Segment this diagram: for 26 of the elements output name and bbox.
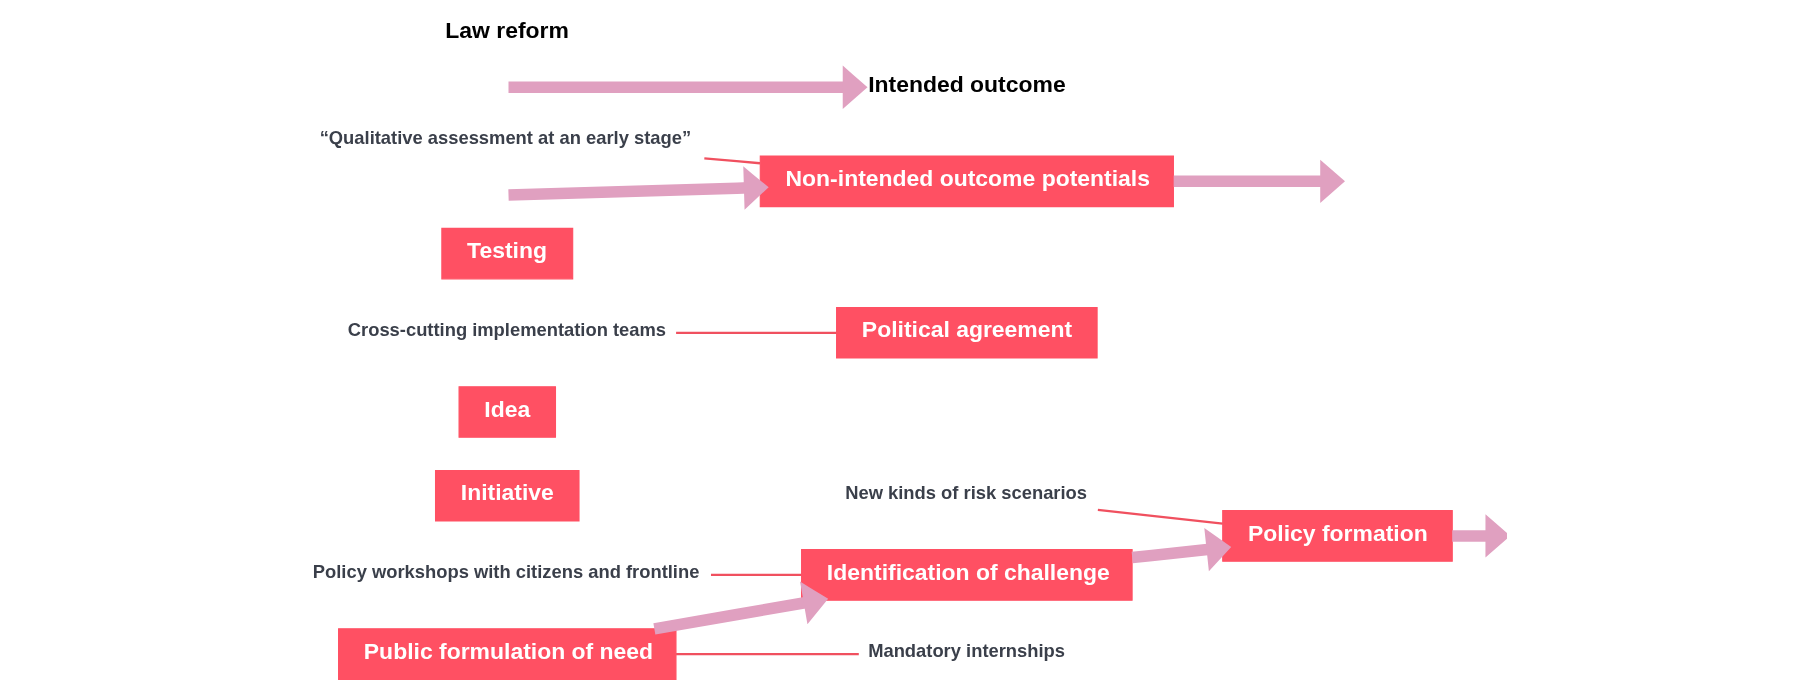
connector	[1097, 508, 1223, 525]
connector	[711, 573, 802, 577]
node-box: Public formulation of need	[338, 628, 677, 680]
node-text: “Qualitative assessment at an early stage”	[319, 127, 692, 149]
node-text: Intended outcome	[868, 70, 1066, 97]
arrow	[1131, 528, 1232, 572]
node-box: Testing	[441, 227, 574, 280]
connector	[704, 157, 761, 165]
connector	[676, 331, 837, 334]
node-text: Policy workshops with citizens and frontline	[312, 561, 700, 583]
arrow	[508, 166, 769, 210]
node-text: Cross-cutting implementation teams	[347, 319, 667, 341]
arrow	[1452, 514, 1507, 558]
node-text: New kinds of risk scenarios	[845, 481, 1088, 503]
arrow	[508, 65, 868, 109]
arrow	[653, 581, 829, 635]
node-box: Non-intended outcome potentials	[759, 155, 1174, 208]
node-box: Initiative	[434, 469, 580, 522]
node-box: Idea	[458, 386, 557, 438]
node-box: Identification of challenge	[801, 549, 1133, 601]
arrow	[1173, 159, 1345, 203]
node-text: Mandatory internships	[868, 640, 1066, 662]
connector	[676, 652, 859, 656]
node-box: Policy formation	[1222, 510, 1453, 562]
node-box: Political agreement	[836, 307, 1098, 359]
label: Law reform	[445, 16, 569, 43]
